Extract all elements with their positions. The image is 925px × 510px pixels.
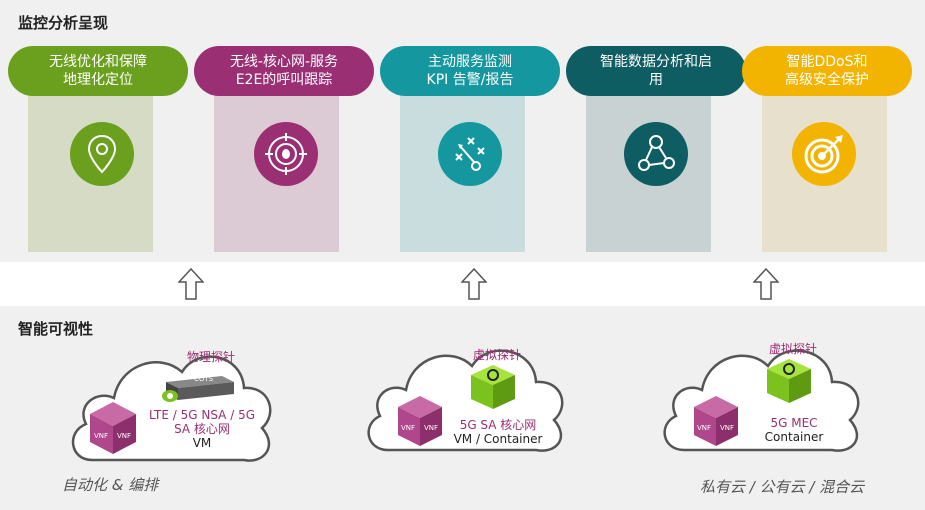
card-line2: 高级安全保护 — [785, 72, 869, 88]
network-label-line1: LTE / 5G NSA / 5G — [149, 408, 255, 422]
cloud-virtual-probe-5g-sa: 虚拟探针 VNF VNF 5G SA 核心网 VM / Container — [360, 326, 574, 458]
cloud-virtual-probe-mec: 虚拟探针 VNF VNF 5G MEC Container — [656, 324, 870, 458]
deployment-label: VM / Container — [453, 432, 543, 446]
visibility-section-title: 智能可视性 — [18, 320, 94, 338]
cots-server-icon: COTS — [160, 372, 234, 402]
deployment-label: Container — [764, 430, 824, 444]
device-label: COTS — [194, 375, 214, 383]
card-line2: 地理化定位 — [63, 72, 133, 88]
card-line2: 用 — [649, 72, 663, 88]
card-pill: 无线优化和保障 地理化定位 — [8, 46, 188, 96]
strategy-play-icon — [438, 122, 502, 186]
vstream-probe-icon — [470, 364, 516, 410]
vnf-cube-icon: VNF VNF — [396, 394, 444, 448]
vnf-label: VNF — [697, 424, 712, 432]
up-arrow-icon — [752, 267, 780, 300]
card-line2: E2E的呼叫跟踪 — [235, 72, 333, 88]
network-label-line1: 5G SA 核心网 — [459, 418, 537, 432]
card-pill: 主动服务监测 KPI 告警/报告 — [380, 46, 560, 96]
probe-label: 物理探针 — [186, 350, 235, 364]
probe-label: 虚拟探针 — [472, 348, 521, 362]
vnf-label: VNF — [401, 424, 416, 432]
cloud-types-label: 私有云 / 公有云 / 混合云 — [700, 478, 865, 496]
card-pill: 智能数据分析和启 用 — [566, 46, 746, 96]
network-label-line1: 5G MEC — [770, 416, 818, 430]
card-pill: 无线-核心网-服务 E2E的呼叫跟踪 — [194, 46, 374, 96]
vnf-cube-icon: VNF VNF — [692, 394, 740, 448]
crosshair-target-icon — [254, 122, 318, 186]
card-pill: 智能DDoS和 高级安全保护 — [742, 46, 912, 96]
vnf-label: VNF — [117, 432, 132, 440]
card-line1: 智能数据分析和启 — [600, 54, 712, 70]
card-line1: 无线优化和保障 — [49, 54, 147, 70]
bullseye-dart-icon — [792, 122, 856, 186]
network-label-line2: SA 核心网 — [174, 422, 230, 436]
deployment-label: VM — [192, 436, 212, 450]
vnf-label: VNF — [720, 424, 735, 432]
vnf-cube-icon: VNF VNF — [88, 400, 138, 456]
up-arrow-icon — [460, 267, 488, 300]
network-nodes-icon — [624, 122, 688, 186]
up-arrow-icon — [177, 267, 205, 300]
card-line1: 智能DDoS和 — [786, 54, 868, 70]
probe-label: 虚拟探针 — [768, 342, 817, 356]
vnf-label: VNF — [94, 432, 109, 440]
location-pin-icon — [70, 122, 134, 186]
monitoring-section-title: 监控分析呈现 — [18, 14, 109, 32]
cloud-physical-probe: 物理探针 COTS LTE / 5G NSA / 5G SA 核心网 VM VN… — [64, 328, 282, 470]
automation-orchestration-label: 自动化 & 编排 — [62, 476, 159, 494]
vnf-label: VNF — [424, 424, 439, 432]
card-line1: 主动服务监测 — [428, 54, 512, 70]
vstream-probe-icon — [766, 358, 812, 404]
card-line2: KPI 告警/报告 — [426, 72, 514, 88]
card-line1: 无线-核心网-服务 — [229, 54, 339, 70]
